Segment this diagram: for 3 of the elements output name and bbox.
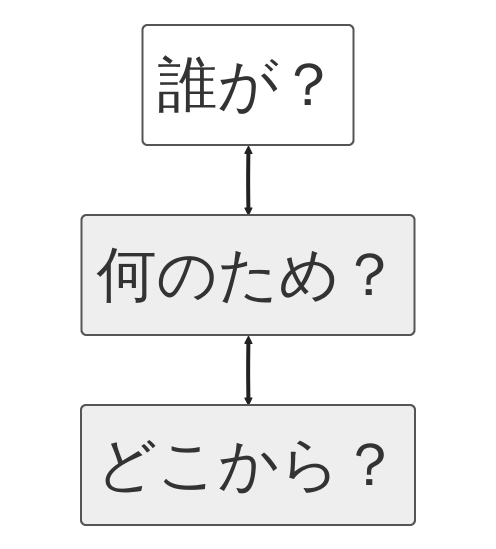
node-text: 誰が？: [158, 50, 338, 120]
arrow: [244, 335, 253, 406]
arrow: [244, 145, 253, 216]
